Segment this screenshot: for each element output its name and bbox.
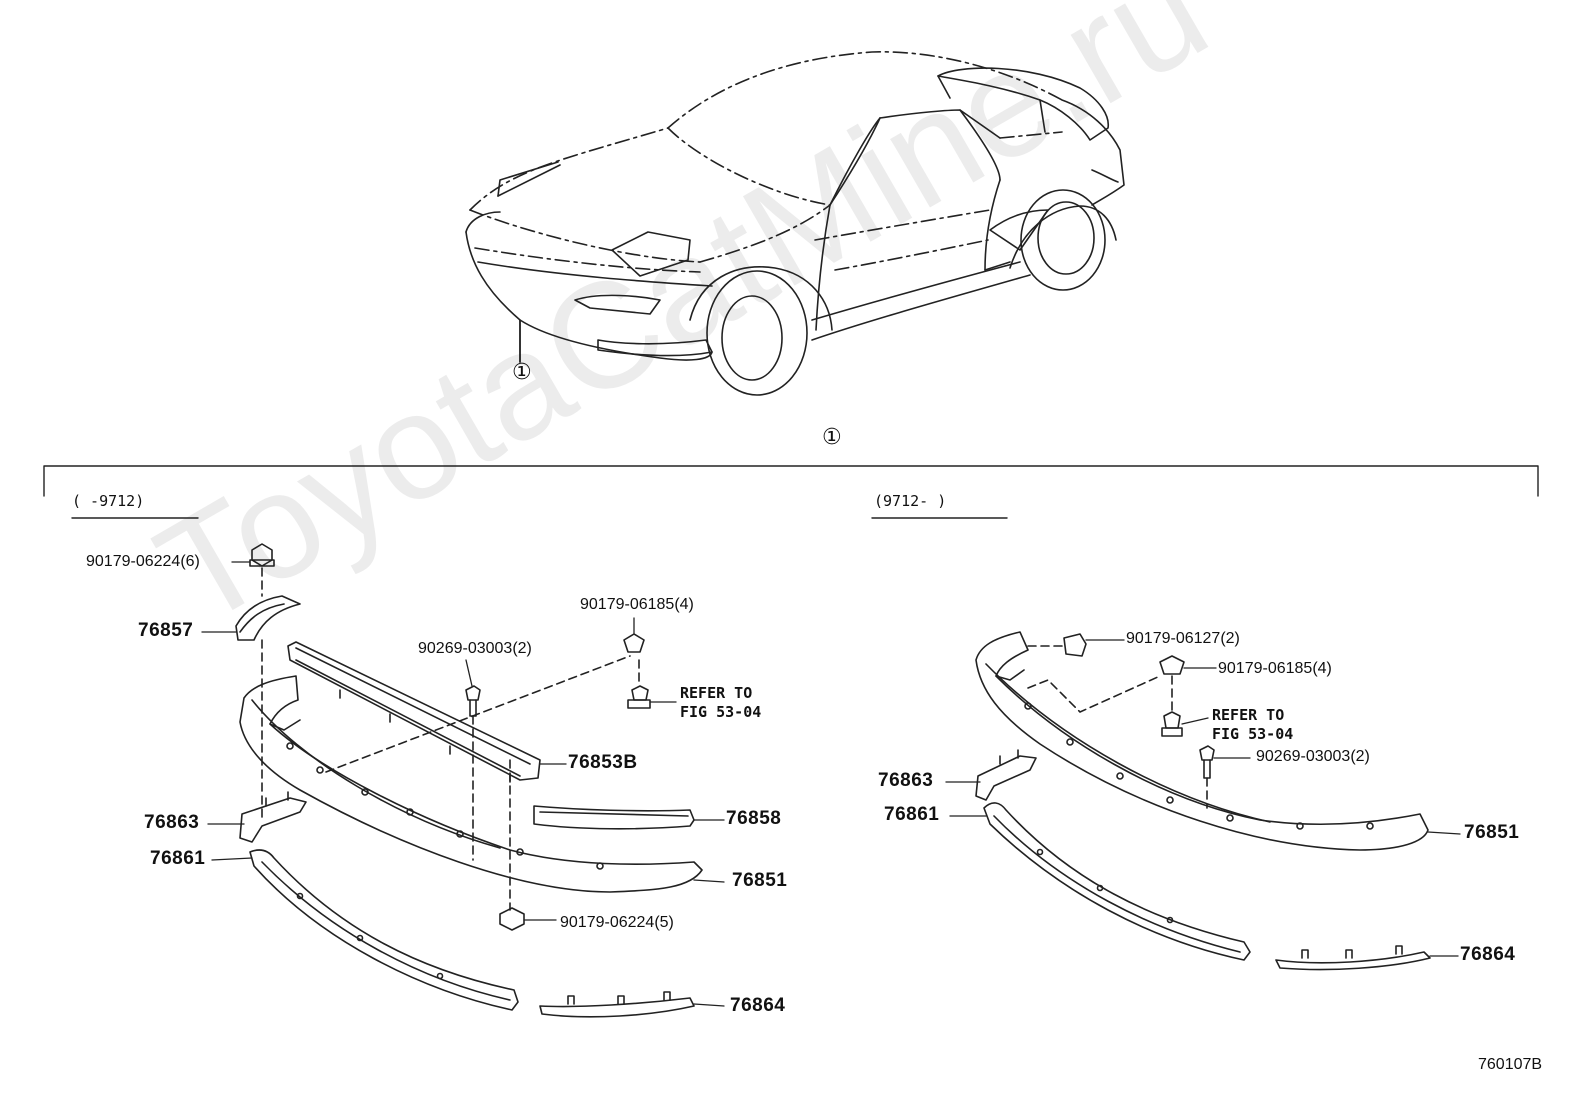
spoiler-76851	[975, 631, 1429, 851]
part-label: 90179-06127(2)	[1126, 630, 1240, 647]
part-label: 76864	[730, 995, 786, 1016]
car-callout: ①	[512, 360, 532, 385]
part-label: 76863	[144, 812, 200, 833]
refer-line-1: REFER TO	[680, 684, 753, 702]
right-range-label: (9712- )	[874, 492, 947, 510]
right-group-parts	[975, 631, 1431, 971]
group-bracket	[43, 465, 1539, 497]
part-label: 76857	[138, 620, 194, 641]
trim-76858	[533, 805, 695, 830]
spoiler-76851	[239, 675, 703, 893]
strip-76861	[983, 802, 1251, 961]
part-label: 76861	[884, 804, 940, 825]
part-label: 76864	[1460, 944, 1516, 965]
refer-note: REFER TO FIG 53-04	[680, 684, 761, 722]
group-callout: ①	[822, 425, 842, 450]
part-label: 76861	[150, 848, 206, 869]
piece-76864	[1275, 951, 1431, 971]
diagram-code: 760107B	[1478, 1056, 1543, 1073]
refer-line-1: REFER TO	[1212, 706, 1285, 724]
refer-note: REFER TO FIG 53-04	[1212, 706, 1293, 744]
strip-76861	[249, 849, 519, 1011]
right-leaders	[945, 639, 1461, 957]
clip-part	[623, 633, 645, 653]
part-label: 90179-06185(4)	[1218, 660, 1332, 677]
part-label: 76851	[732, 870, 788, 891]
piece-76864	[539, 997, 695, 1018]
part-label: 90179-06185(4)	[580, 596, 694, 613]
part-label: 76853B	[568, 752, 638, 773]
left-range-label: ( -9712)	[72, 492, 145, 510]
part-label: 76851	[1464, 822, 1520, 843]
reinforcement-76853B	[287, 641, 541, 781]
part-label: 76858	[726, 808, 782, 829]
refer-line-2: FIG 53-04	[1212, 725, 1294, 743]
part-label: 76863	[878, 770, 934, 791]
refer-line-2: FIG 53-04	[680, 703, 762, 721]
left-leaders	[201, 561, 725, 1007]
clip-part	[1063, 633, 1087, 657]
part-label: 90179-06224(5)	[560, 914, 674, 931]
nut-part	[251, 543, 273, 567]
left-group-parts	[235, 543, 703, 1018]
bracket-76857	[235, 595, 301, 641]
bracket-76863	[239, 797, 307, 843]
part-label: 90269-03003(2)	[1256, 748, 1370, 765]
part-label: 90269-03003(2)	[418, 640, 532, 657]
part-label: 90179-06224(6)	[86, 553, 200, 570]
bracket-76863	[975, 755, 1037, 801]
car-illustration	[465, 51, 1125, 396]
